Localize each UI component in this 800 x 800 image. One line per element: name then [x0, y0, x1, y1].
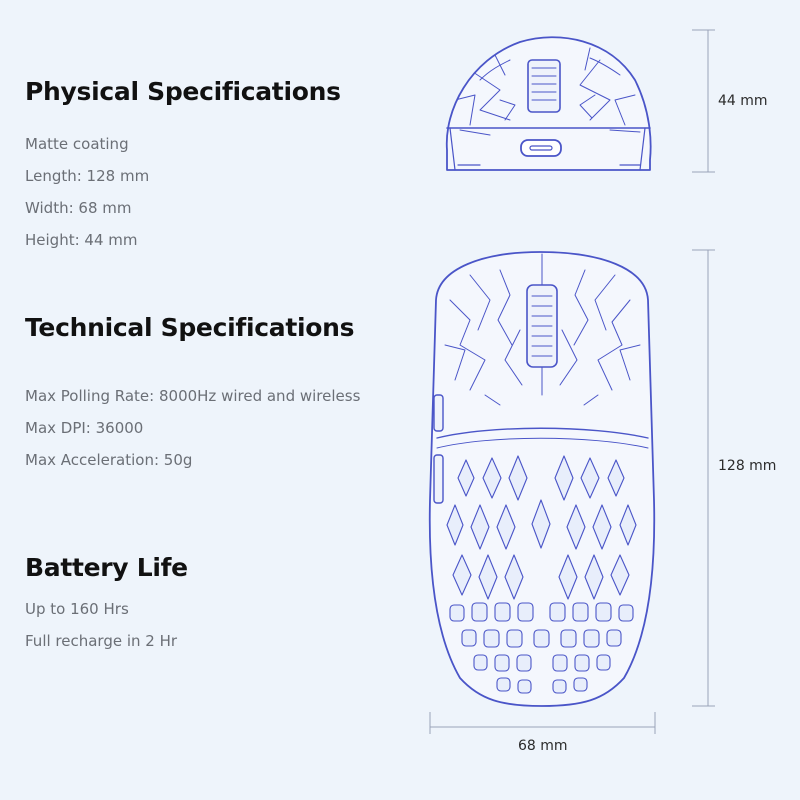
spec-item: Matte coating — [25, 135, 129, 153]
technical-specs-title: Technical Specifications — [25, 313, 355, 342]
spec-item: Height: 44 mm — [25, 231, 138, 249]
spec-item: Max Acceleration: 50g — [25, 451, 193, 469]
width-dimension-label: 68 mm — [518, 738, 568, 754]
mouse-top-view-illustration — [428, 251, 656, 707]
length-dimension-label: 128 mm — [718, 458, 777, 474]
spec-item: Width: 68 mm — [25, 199, 132, 217]
spec-item: Full recharge in 2 Hr — [25, 632, 178, 650]
dimension-lines — [429, 29, 715, 734]
height-dimension-label: 44 mm — [718, 93, 768, 109]
spec-item: Length: 128 mm — [25, 167, 150, 185]
spec-item: Up to 160 Hrs — [25, 600, 129, 618]
spec-item: Max Polling Rate: 8000Hz wired and wirel… — [25, 387, 361, 405]
mouse-front-view-illustration — [445, 36, 652, 171]
battery-life-title: Battery Life — [25, 553, 188, 582]
physical-specs-title: Physical Specifications — [25, 77, 341, 106]
usb-c-port-icon — [520, 139, 562, 157]
spec-item: Max DPI: 36000 — [25, 419, 144, 437]
